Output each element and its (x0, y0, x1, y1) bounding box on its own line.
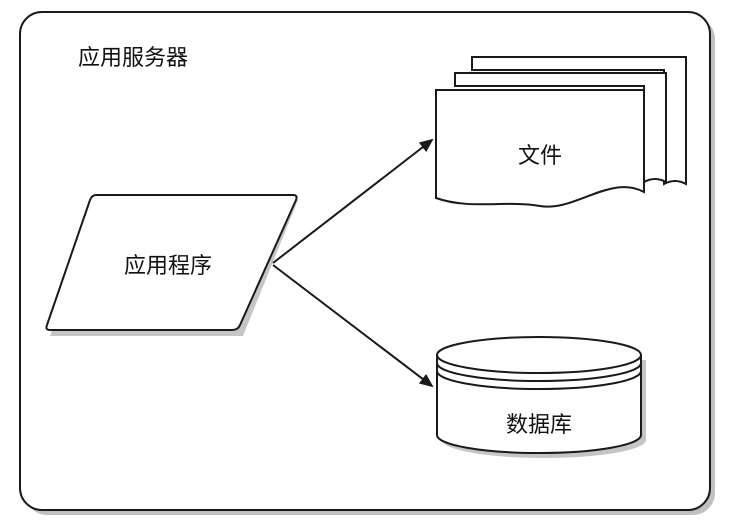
database-label: 数据库 (506, 413, 572, 438)
application-node: 应用程序 (45, 194, 298, 336)
application-label: 应用程序 (124, 254, 212, 279)
files-label: 文件 (518, 144, 562, 169)
database-node: 数据库 (436, 336, 646, 458)
app-server-title: 应用服务器 (78, 46, 188, 71)
arrow-app-to-files (272, 138, 434, 264)
files-node: 文件 (435, 56, 687, 208)
arrow-app-to-database (272, 264, 434, 388)
